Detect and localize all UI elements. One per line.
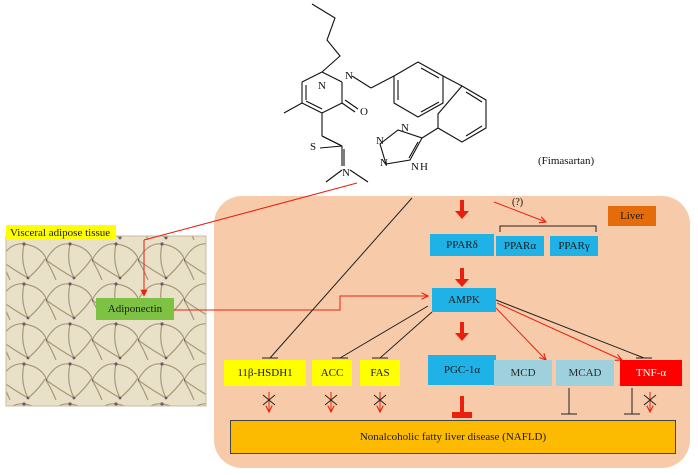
atom-n3: N — [342, 167, 350, 179]
atom-n1: N — [318, 80, 326, 92]
atom-o: O — [360, 106, 368, 118]
atom-n2: N — [345, 70, 353, 82]
hsdh-box: 11β-HSDH1 — [224, 360, 306, 386]
cross-marks — [262, 394, 657, 406]
blocked-arrows — [269, 392, 650, 412]
fimasartan-structure — [283, 3, 487, 183]
ppar-gamma-box: PPARγ — [550, 236, 598, 256]
liver-tag: Liver — [608, 206, 656, 226]
atom-nt3: N — [380, 157, 388, 169]
pgc1a-box: PGC-1α — [428, 355, 496, 385]
atom-s: S — [310, 141, 316, 153]
activation-arrows — [140, 182, 622, 360]
atom-nt4: N — [411, 161, 419, 173]
adipose-tissue-image — [5, 235, 207, 407]
unknown-pathway-mark: (?) — [512, 197, 523, 208]
ppar-delta-box: PPARδ — [430, 234, 494, 256]
fimasartan-label: (Fimasartan) — [538, 155, 595, 167]
liver-region — [214, 196, 690, 468]
adiponectin-box: Adiponectin — [96, 298, 174, 320]
fas-box: FAS — [360, 360, 400, 386]
atom-nt1: N — [401, 122, 409, 134]
mcd-box: MCD — [494, 360, 552, 386]
acc-box: ACC — [312, 360, 352, 386]
atom-labels: N N O S N N N N N H — [310, 70, 428, 179]
ampk-box: AMPK — [432, 288, 496, 312]
atom-nh: H — [420, 161, 428, 173]
mcad-box: MCAD — [556, 360, 614, 386]
nafld-box: Nonalcoholic fatty liver disease (NAFLD) — [230, 420, 676, 454]
ppar-alpha-box: PPARα — [496, 236, 544, 256]
strong-arrows — [452, 200, 472, 418]
tnf-alpha-box: TNF-α — [620, 360, 682, 386]
adipose-label: Visceral adipose tissue — [6, 225, 116, 240]
inhibition-lines — [262, 197, 652, 415]
atom-nt2: N — [376, 135, 384, 147]
